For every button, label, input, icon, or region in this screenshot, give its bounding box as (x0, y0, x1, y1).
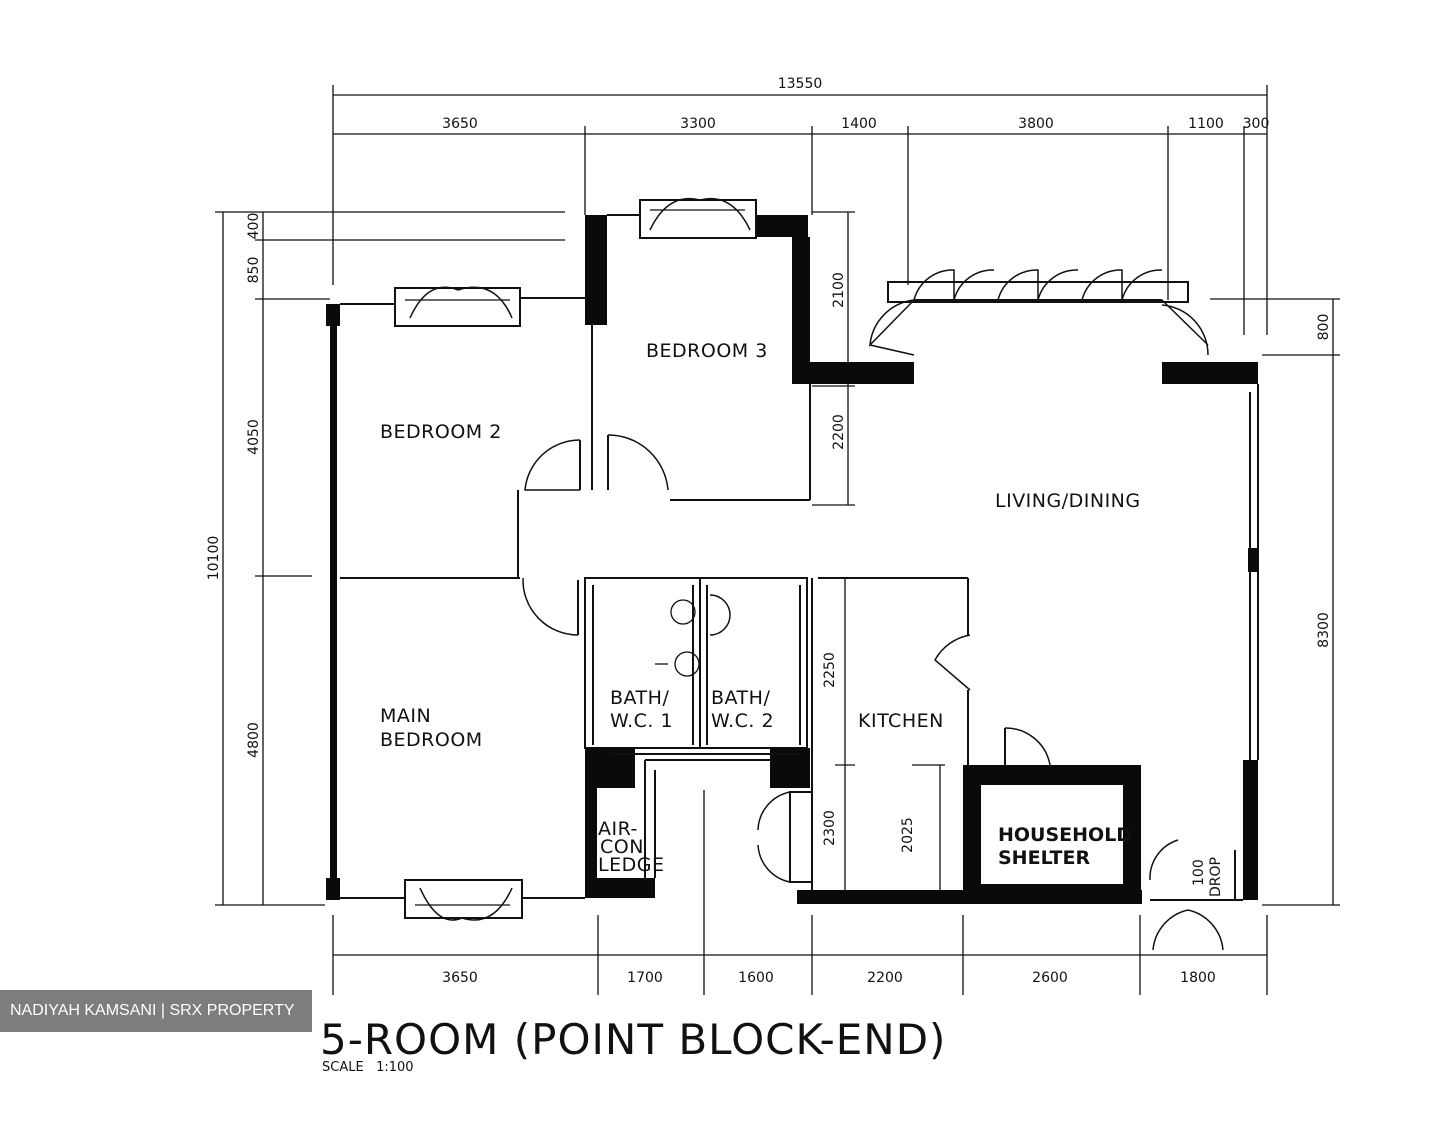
dim-left-overall: 10100 (206, 536, 222, 581)
label-kitchen: KITCHEN (858, 710, 944, 732)
plan-scale: SCALE 1:100 (322, 1060, 414, 1075)
dim-bottom-1: 3650 (442, 970, 478, 986)
dim-bottom-2: 1700 (627, 970, 663, 986)
dim-overall-width: 13550 (778, 76, 823, 92)
bedroom3-dimensions: 2100 2200 (812, 211, 855, 506)
label-bedroom-3: BEDROOM 3 (646, 340, 768, 362)
dim-kitchen-1: 2250 (822, 652, 838, 688)
dim-bottom-5: 2600 (1032, 970, 1068, 986)
dim-b3-1: 2100 (831, 272, 847, 308)
dim-bottom-6: 1800 (1180, 970, 1216, 986)
doors (522, 434, 1224, 951)
label-bath-1a: BATH/ (610, 687, 669, 709)
label-drop-1: 100 (1191, 859, 1207, 886)
dim-top-1: 3650 (442, 116, 478, 132)
dim-left-2: 850 (246, 257, 262, 284)
dim-kitchen-2: 2300 (822, 810, 838, 846)
watermark: NADIYAH KAMSANI | SRX PROPERTY (0, 990, 312, 1032)
label-household-shelter-1: HOUSEHOLD (998, 824, 1132, 846)
label-main-bedroom-1: MAIN (380, 705, 431, 727)
left-dimensions: 10100 400 850 4050 4800 (206, 211, 565, 906)
bottom-dimensions: 3650 1700 1600 2200 2600 1800 (332, 790, 1268, 995)
label-household-shelter-2: SHELTER (998, 847, 1090, 869)
dim-bottom-4: 2200 (867, 970, 903, 986)
dim-left-3: 4050 (246, 419, 262, 455)
plan-title: 5-ROOM (POINT BLOCK-END) (320, 1015, 946, 1064)
room-labels: BEDROOM 2 BEDROOM 3 LIVING/DINING MAIN B… (380, 340, 1224, 897)
label-main-bedroom-2: BEDROOM (380, 729, 483, 751)
dim-top-5: 1100 (1188, 116, 1224, 132)
label-bath-2b: W.C. 2 (711, 710, 774, 732)
dim-top-2: 3300 (680, 116, 716, 132)
dim-kitchen-3: 2025 (900, 817, 916, 853)
label-bath-2a: BATH/ (711, 687, 770, 709)
top-dimensions: 13550 3650 3300 1400 3800 1100 300 (332, 76, 1270, 335)
dim-top-6: 300 (1243, 116, 1270, 132)
right-dimensions: 800 8300 (1210, 298, 1340, 906)
dim-right-1: 800 (1316, 314, 1332, 341)
walls (326, 214, 1259, 904)
dim-b3-2: 2200 (831, 414, 847, 450)
label-bedroom-2: BEDROOM 2 (380, 421, 502, 443)
dim-left-1: 400 (246, 213, 262, 240)
label-bath-1b: W.C. 1 (610, 710, 673, 732)
dim-right-2: 8300 (1316, 612, 1332, 648)
dim-left-4: 4800 (246, 722, 262, 758)
windows (394, 197, 1209, 921)
label-aircon-1: AIR- (598, 818, 638, 840)
kitchen-dimensions: 2250 2300 2025 (822, 578, 945, 890)
label-drop-2: DROP (1208, 857, 1224, 897)
dim-top-4: 3800 (1018, 116, 1054, 132)
dim-top-3: 1400 (841, 116, 877, 132)
label-aircon-3: LEDGE (598, 854, 664, 876)
label-aircon-2: CON (600, 836, 644, 858)
dim-bottom-3: 1600 (738, 970, 774, 986)
label-living-dining: LIVING/DINING (995, 490, 1141, 512)
